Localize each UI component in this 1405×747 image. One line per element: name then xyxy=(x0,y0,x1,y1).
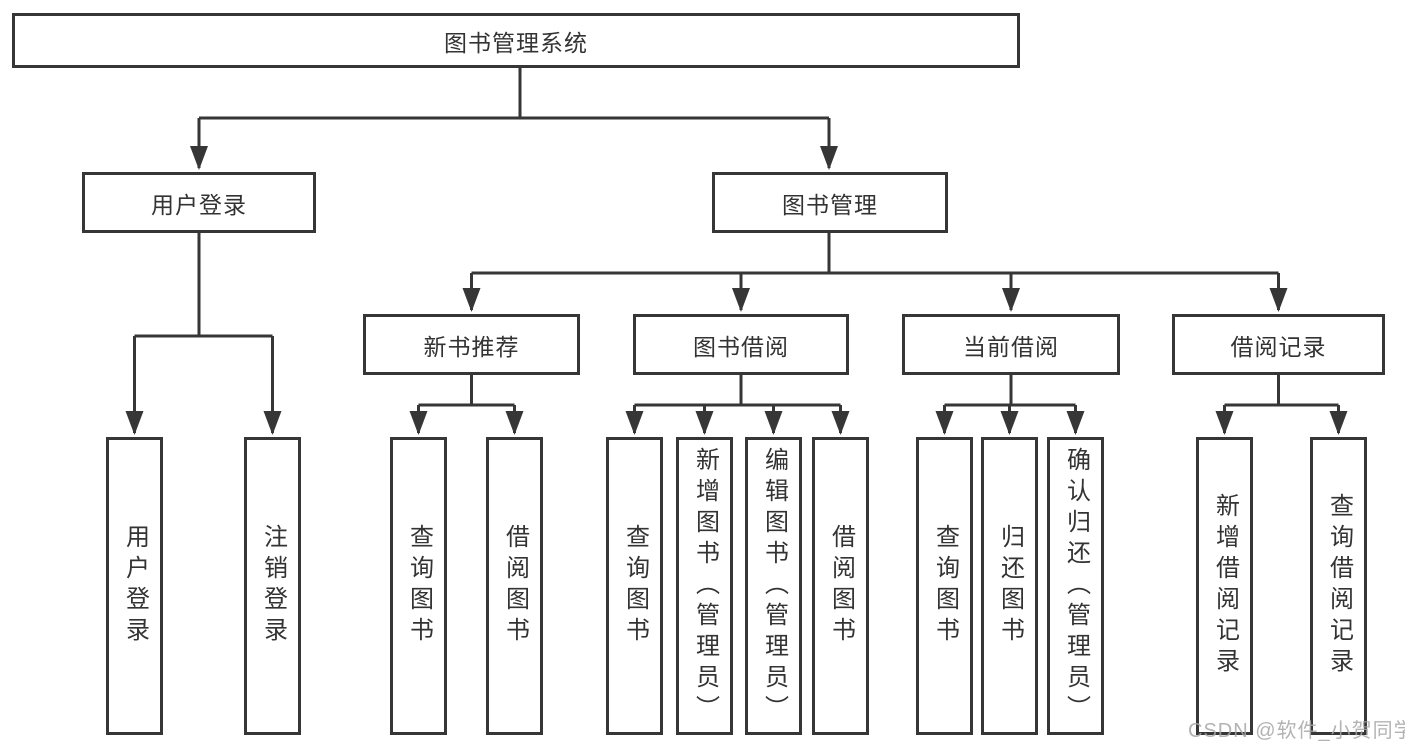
node-library-system-label: 图书管理系统 xyxy=(444,29,588,56)
node-edit-book-admin: 编辑图书（管理员） xyxy=(745,437,802,735)
node-add-book-admin: 新增图书（管理员） xyxy=(676,437,733,735)
node-current-borrowing-label: 当前借阅 xyxy=(963,333,1059,360)
node-add-borrow-record: 新增借阅记录 xyxy=(1196,437,1253,735)
node-new-book-recommend-label: 新书推荐 xyxy=(423,333,520,360)
node-recommend-query-books-label: 查询图书 xyxy=(405,524,433,648)
node-logout-action: 注销登录 xyxy=(244,437,301,735)
node-borrow-records: 借阅记录 xyxy=(1172,314,1385,375)
node-borrow-records-label: 借阅记录 xyxy=(1230,333,1327,360)
node-add-book-admin-label: 新增图书（管理员） xyxy=(691,446,719,726)
node-borrowing-query-books: 查询图书 xyxy=(606,437,663,735)
arrowheads xyxy=(125,146,1348,435)
node-query-borrow-record: 查询借阅记录 xyxy=(1310,437,1367,735)
node-add-borrow-record-label: 新增借阅记录 xyxy=(1211,493,1239,679)
node-return-books: 归还图书 xyxy=(981,437,1038,735)
node-book-management: 图书管理 xyxy=(712,172,948,233)
watermark: CSDN @软件_小贺同学 xyxy=(1188,720,1405,742)
node-recommend-query-books: 查询图书 xyxy=(390,437,447,735)
node-book-borrowing-label: 图书借阅 xyxy=(693,333,789,360)
node-confirm-return-admin-label: 确认归还（管理员） xyxy=(1062,446,1090,726)
node-confirm-return-admin: 确认归还（管理员） xyxy=(1047,437,1104,735)
node-current-query-books-label: 查询图书 xyxy=(931,524,959,648)
node-user-login-action: 用户登录 xyxy=(106,437,163,735)
node-current-borrowing: 当前借阅 xyxy=(902,314,1120,375)
node-user-login-action-label: 用户登录 xyxy=(121,524,149,648)
node-recommend-borrow-books: 借阅图书 xyxy=(486,437,543,735)
node-library-system: 图书管理系统 xyxy=(12,13,1020,68)
node-current-query-books: 查询图书 xyxy=(916,437,973,735)
node-logout-action-label: 注销登录 xyxy=(259,524,287,648)
node-borrowing-borrow-books: 借阅图书 xyxy=(812,437,869,735)
node-new-book-recommend: 新书推荐 xyxy=(363,314,580,375)
node-return-books-label: 归还图书 xyxy=(996,524,1024,648)
node-user-login-module-label: 用户登录 xyxy=(151,191,247,218)
node-book-management-label: 图书管理 xyxy=(782,191,878,218)
node-user-login-module: 用户登录 xyxy=(82,172,316,233)
node-borrowing-borrow-books-label: 借阅图书 xyxy=(827,524,855,648)
node-borrowing-query-books-label: 查询图书 xyxy=(621,524,649,648)
node-recommend-borrow-books-label: 借阅图书 xyxy=(501,524,529,648)
node-query-borrow-record-label: 查询借阅记录 xyxy=(1325,493,1353,679)
node-edit-book-admin-label: 编辑图书（管理员） xyxy=(760,446,788,726)
node-book-borrowing: 图书借阅 xyxy=(633,314,849,375)
